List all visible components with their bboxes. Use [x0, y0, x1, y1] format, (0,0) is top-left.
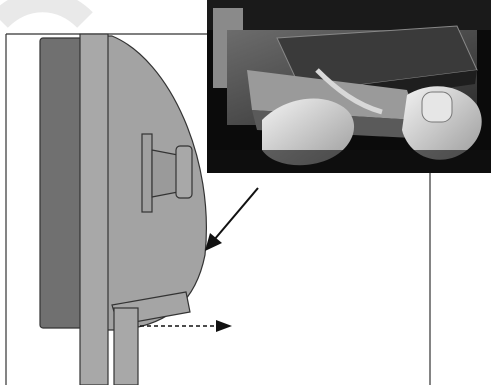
lower-bracket: [114, 308, 138, 385]
diagonal-arrow: [205, 188, 258, 251]
front-panel: [80, 34, 108, 385]
watermark-stroke: [0, 1, 85, 20]
photo-inset: [207, 0, 491, 173]
bezel-back-plate: [40, 38, 86, 328]
hands-installing-drive-photo: [207, 0, 491, 173]
